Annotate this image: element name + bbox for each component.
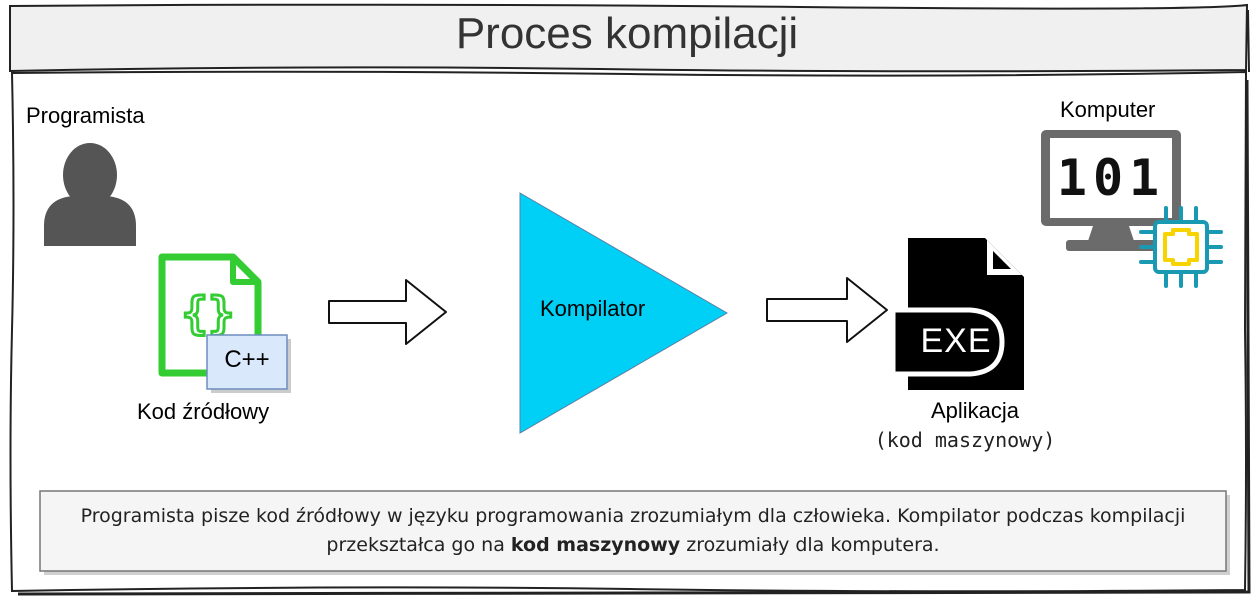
cpp-label-box [206, 334, 291, 393]
computer-label: Komputer [1060, 97, 1156, 122]
exe-label: EXE [920, 322, 992, 360]
compiler-label: Kompilator [540, 296, 646, 321]
description-bold-term: kod maszynowy [510, 534, 681, 556]
title-banner [9, 3, 1250, 73]
description-box [39, 490, 1230, 575]
application-label: Aplikacja [930, 398, 1020, 423]
programmer-label: Programista [26, 103, 145, 128]
description-text-after: zrozumiały dla komputera. [680, 534, 940, 556]
cpu-chip-icon [1139, 206, 1223, 288]
arrow-right-icon [328, 279, 447, 345]
cpp-label: C++ [224, 346, 270, 373]
machine-code-label: (kod maszynowy) [874, 428, 1056, 452]
description-text-before: Programista pisze kod źródłowy w języku … [80, 505, 1186, 556]
compiler-triangle [519, 192, 728, 434]
exe-file-icon [890, 238, 1024, 390]
page-title: Proces kompilacji [455, 9, 799, 58]
arrow-right-icon [766, 277, 888, 343]
person-icon [44, 143, 136, 246]
source-code-label: Kod źródłowy [137, 399, 270, 424]
screen-digits: 101 [1057, 149, 1165, 207]
description-text: Programista pisze kod źródłowy w języku … [40, 491, 1226, 571]
computer-monitor-icon [1041, 130, 1181, 251]
description-paragraph: Programista pisze kod źródłowy w języku … [40, 502, 1226, 560]
svg-text:{}: {} [182, 288, 235, 339]
